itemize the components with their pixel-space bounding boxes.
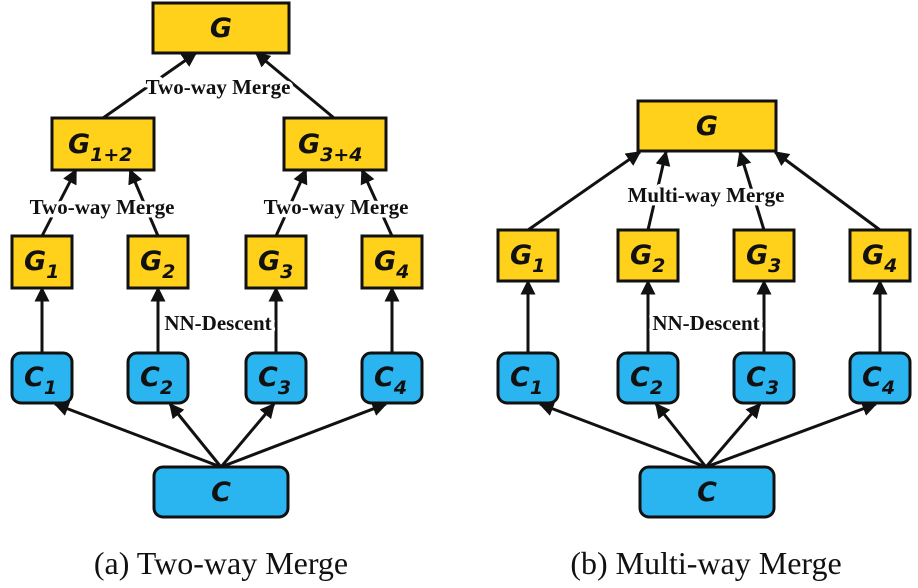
edge-g2-to-g	[646, 150, 671, 231]
graph-merged-3-4-box	[282, 116, 388, 172]
graph-2-label: G2	[630, 240, 665, 277]
graph-1-label: G1	[24, 246, 59, 283]
edge-c-to-c1	[53, 401, 222, 469]
edge-g34-to-g	[254, 51, 335, 120]
source-cluster-box	[638, 465, 776, 519]
graph-1-box	[10, 234, 74, 290]
edge-g4-to-g34	[360, 168, 394, 237]
graph-merged-1-2-box	[50, 116, 156, 172]
edge-g12-to-g	[102, 51, 198, 120]
edge-c-to-c3	[704, 402, 762, 468]
source-cluster-label: C	[211, 477, 231, 508]
cluster-1-label: C1	[24, 362, 57, 399]
graph-3-label: G3	[258, 246, 293, 283]
graph-4-box	[848, 228, 912, 283]
graph-2-box	[126, 234, 190, 290]
source-cluster-box	[152, 465, 290, 519]
multi-merge-label: Multi-way Merge	[628, 183, 785, 207]
edge-g1-to-g12	[40, 168, 78, 237]
edge-c-to-c3	[219, 402, 276, 468]
panel-a-edges	[34, 51, 400, 469]
cluster-4-label: C4	[862, 362, 895, 399]
edge-g3-to-g	[736, 150, 766, 231]
graph-4-box	[360, 234, 424, 290]
graph-1-label: G1	[510, 240, 545, 277]
graph-3-box	[732, 228, 796, 283]
cluster-1-box	[10, 351, 74, 405]
cluster-3-label: C3	[746, 362, 779, 399]
graph-final-box	[636, 99, 778, 153]
source-cluster-label: C	[697, 477, 717, 508]
graph-1-box	[496, 228, 560, 283]
graph-4-label: G4	[862, 240, 897, 277]
cluster-2-label: C2	[140, 362, 173, 399]
panel-a: G G1+2 G3+4 G1 G2 G3 G4 C1 C2 C3 C4 C Tw…	[10, 1, 424, 581]
graph-3-label: G3	[746, 240, 781, 277]
panel-b: G G1 G2 G3 G4 C1 C2 C3 C4 C Multi-way Me…	[496, 99, 912, 581]
graph-final-label: G	[210, 13, 232, 44]
cluster-3-box	[244, 351, 308, 405]
graph-4-label: G4	[374, 246, 409, 283]
top-merge-label: Two-way Merge	[146, 75, 291, 99]
graph-2-box	[616, 228, 680, 283]
panel-b-edges	[520, 150, 888, 469]
graph-merged-1-2-label: G1+2	[68, 129, 133, 166]
edge-c-to-c4	[705, 401, 878, 469]
right-merge-label: Two-way Merge	[264, 195, 409, 219]
nn-descent-label: NN-Descent	[164, 311, 271, 335]
edge-c-to-c1	[538, 401, 707, 469]
left-merge-label: Two-way Merge	[30, 195, 175, 219]
edge-g3-to-g34	[274, 168, 308, 237]
nn-descent-label: NN-Descent	[652, 311, 759, 335]
cluster-2-box	[616, 351, 680, 405]
edge-c-to-c2	[654, 402, 708, 468]
graph-3-box	[244, 234, 308, 290]
cluster-4-box	[360, 351, 424, 405]
graph-final-label: G	[696, 111, 718, 142]
cluster-3-box	[732, 351, 796, 405]
caption: (a) Two-way Merge	[94, 545, 348, 581]
edge-g1-to-g	[527, 150, 642, 232]
edge-g2-to-g12	[128, 168, 160, 237]
cluster-4-box	[848, 351, 912, 405]
cluster-4-label: C4	[374, 362, 407, 399]
cluster-2-label: C2	[630, 362, 663, 399]
cluster-1-box	[496, 351, 560, 405]
edge-c-to-c4	[220, 401, 388, 469]
graph-2-label: G2	[140, 246, 175, 283]
graph-merged-3-4-label: G3+4	[298, 129, 363, 166]
cluster-1-label: C1	[510, 362, 543, 399]
edge-c-to-c2	[168, 402, 223, 468]
graph-final-box	[151, 1, 291, 55]
cluster-3-label: C3	[258, 362, 291, 399]
cluster-2-box	[126, 351, 190, 405]
caption: (b) Multi-way Merge	[570, 545, 841, 581]
edge-g4-to-g	[773, 150, 881, 232]
